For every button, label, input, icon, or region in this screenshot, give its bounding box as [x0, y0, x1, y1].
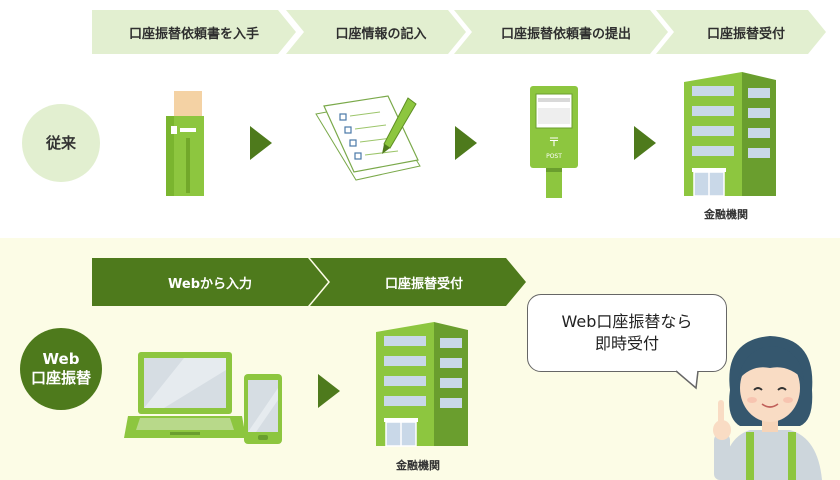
- web-step-2: 口座振替受付: [310, 258, 526, 306]
- legacy-label: 従来: [45, 133, 76, 152]
- speech-bubble-tail: [676, 370, 699, 390]
- bank-building-icon: [684, 72, 776, 197]
- woman-illustration: [713, 336, 822, 480]
- web-label-line2: 口座振替: [30, 369, 91, 387]
- bank-building-icon: [376, 322, 468, 447]
- form-pen-icon: [315, 95, 421, 181]
- bubble-line2: 即時受付: [594, 334, 659, 353]
- speech-bubble: Web口座振替なら 即時受付: [527, 294, 727, 372]
- legacy-step-3: 口座振替依頼書の提出: [454, 10, 668, 54]
- envelope-icon: [166, 91, 204, 196]
- web-bank-caption: 金融機関: [396, 459, 440, 472]
- postbox-icon: 〒 POST: [530, 86, 578, 198]
- legacy-step-4: 口座振替受付: [656, 10, 826, 54]
- laptop-icon: [124, 352, 246, 438]
- legacy-step-2: 口座情報の記入: [286, 10, 466, 54]
- web-circle: Web 口座振替: [20, 328, 102, 410]
- post-label: POST: [546, 153, 562, 160]
- bubble-line1: Web口座振替なら: [561, 311, 693, 331]
- legacy-bank-caption: 金融機関: [704, 208, 748, 221]
- web-step-1: Webから入力: [92, 258, 328, 306]
- legacy-step-1: 口座振替依頼書を入手: [92, 10, 296, 54]
- legacy-circle: 従来: [22, 104, 100, 182]
- smartphone-icon: [244, 374, 282, 444]
- svg-text:〒: 〒: [548, 135, 560, 149]
- web-label-line1: Web: [42, 350, 80, 369]
